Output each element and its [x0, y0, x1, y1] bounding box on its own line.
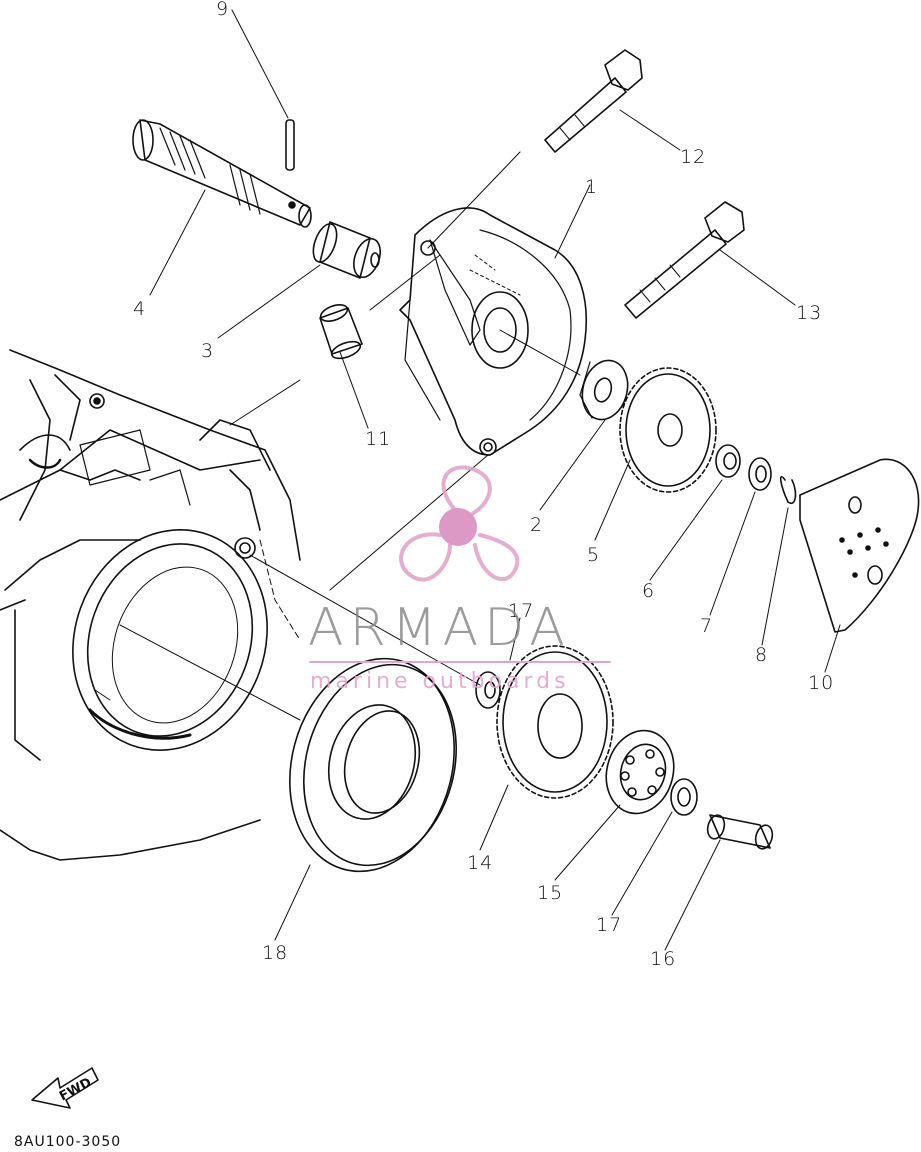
part-16-pin	[706, 814, 774, 850]
part-6-nut	[715, 444, 741, 478]
callout-13: 13	[796, 302, 823, 324]
part-11-sleeve	[319, 304, 363, 360]
part-7-washer	[748, 457, 772, 491]
part-9-pin	[285, 119, 295, 171]
part-18-oil-seal	[289, 657, 457, 873]
callout-8: 8	[755, 644, 769, 666]
callout-11: 11	[365, 428, 392, 450]
part-1-cover-bracket	[399, 207, 588, 456]
crankcase-housing	[0, 349, 301, 861]
leader-lines	[119, 9, 841, 951]
callout-5: 5	[587, 544, 601, 566]
part-10-plate	[799, 458, 920, 633]
callout-14: 14	[467, 852, 494, 874]
part-15-bearing	[605, 729, 675, 815]
callout-10: 10	[808, 672, 835, 694]
fwd-direction-arrow: FWD	[31, 1067, 99, 1109]
part-4-shaft	[132, 119, 312, 228]
watermark-brand: ARMADA	[308, 598, 571, 658]
part-5-sprocket	[619, 367, 717, 493]
part-14-gear	[496, 645, 614, 799]
callout-9: 9	[216, 0, 230, 20]
callout-18: 18	[262, 942, 289, 964]
callout-4: 4	[133, 298, 147, 320]
callout-1: 1	[585, 176, 599, 198]
part-17-washer-lower	[670, 778, 698, 816]
part-13-bolt	[624, 201, 745, 319]
callout-15: 15	[537, 882, 564, 904]
callout-6: 6	[642, 580, 656, 602]
callout-2: 2	[530, 514, 544, 536]
drawing-code: 8AU100-3050	[14, 1134, 122, 1150]
watermark-tagline: marine outboards	[310, 669, 570, 694]
callout-17-upper: 17	[508, 600, 535, 622]
part-12-bolt	[544, 49, 643, 153]
part-8-clip	[779, 476, 797, 505]
part-3-roller	[312, 221, 381, 279]
fwd-label: FWD	[57, 1075, 94, 1104]
armada-propeller-logo	[399, 465, 520, 582]
callout-3: 3	[201, 340, 215, 362]
callout-12: 12	[680, 146, 707, 168]
callout-17-lower: 17	[596, 914, 623, 936]
part-17-washer-upper	[475, 671, 501, 709]
callout-16: 16	[650, 948, 677, 970]
part-2-seal	[579, 359, 629, 421]
callout-7: 7	[700, 615, 714, 637]
